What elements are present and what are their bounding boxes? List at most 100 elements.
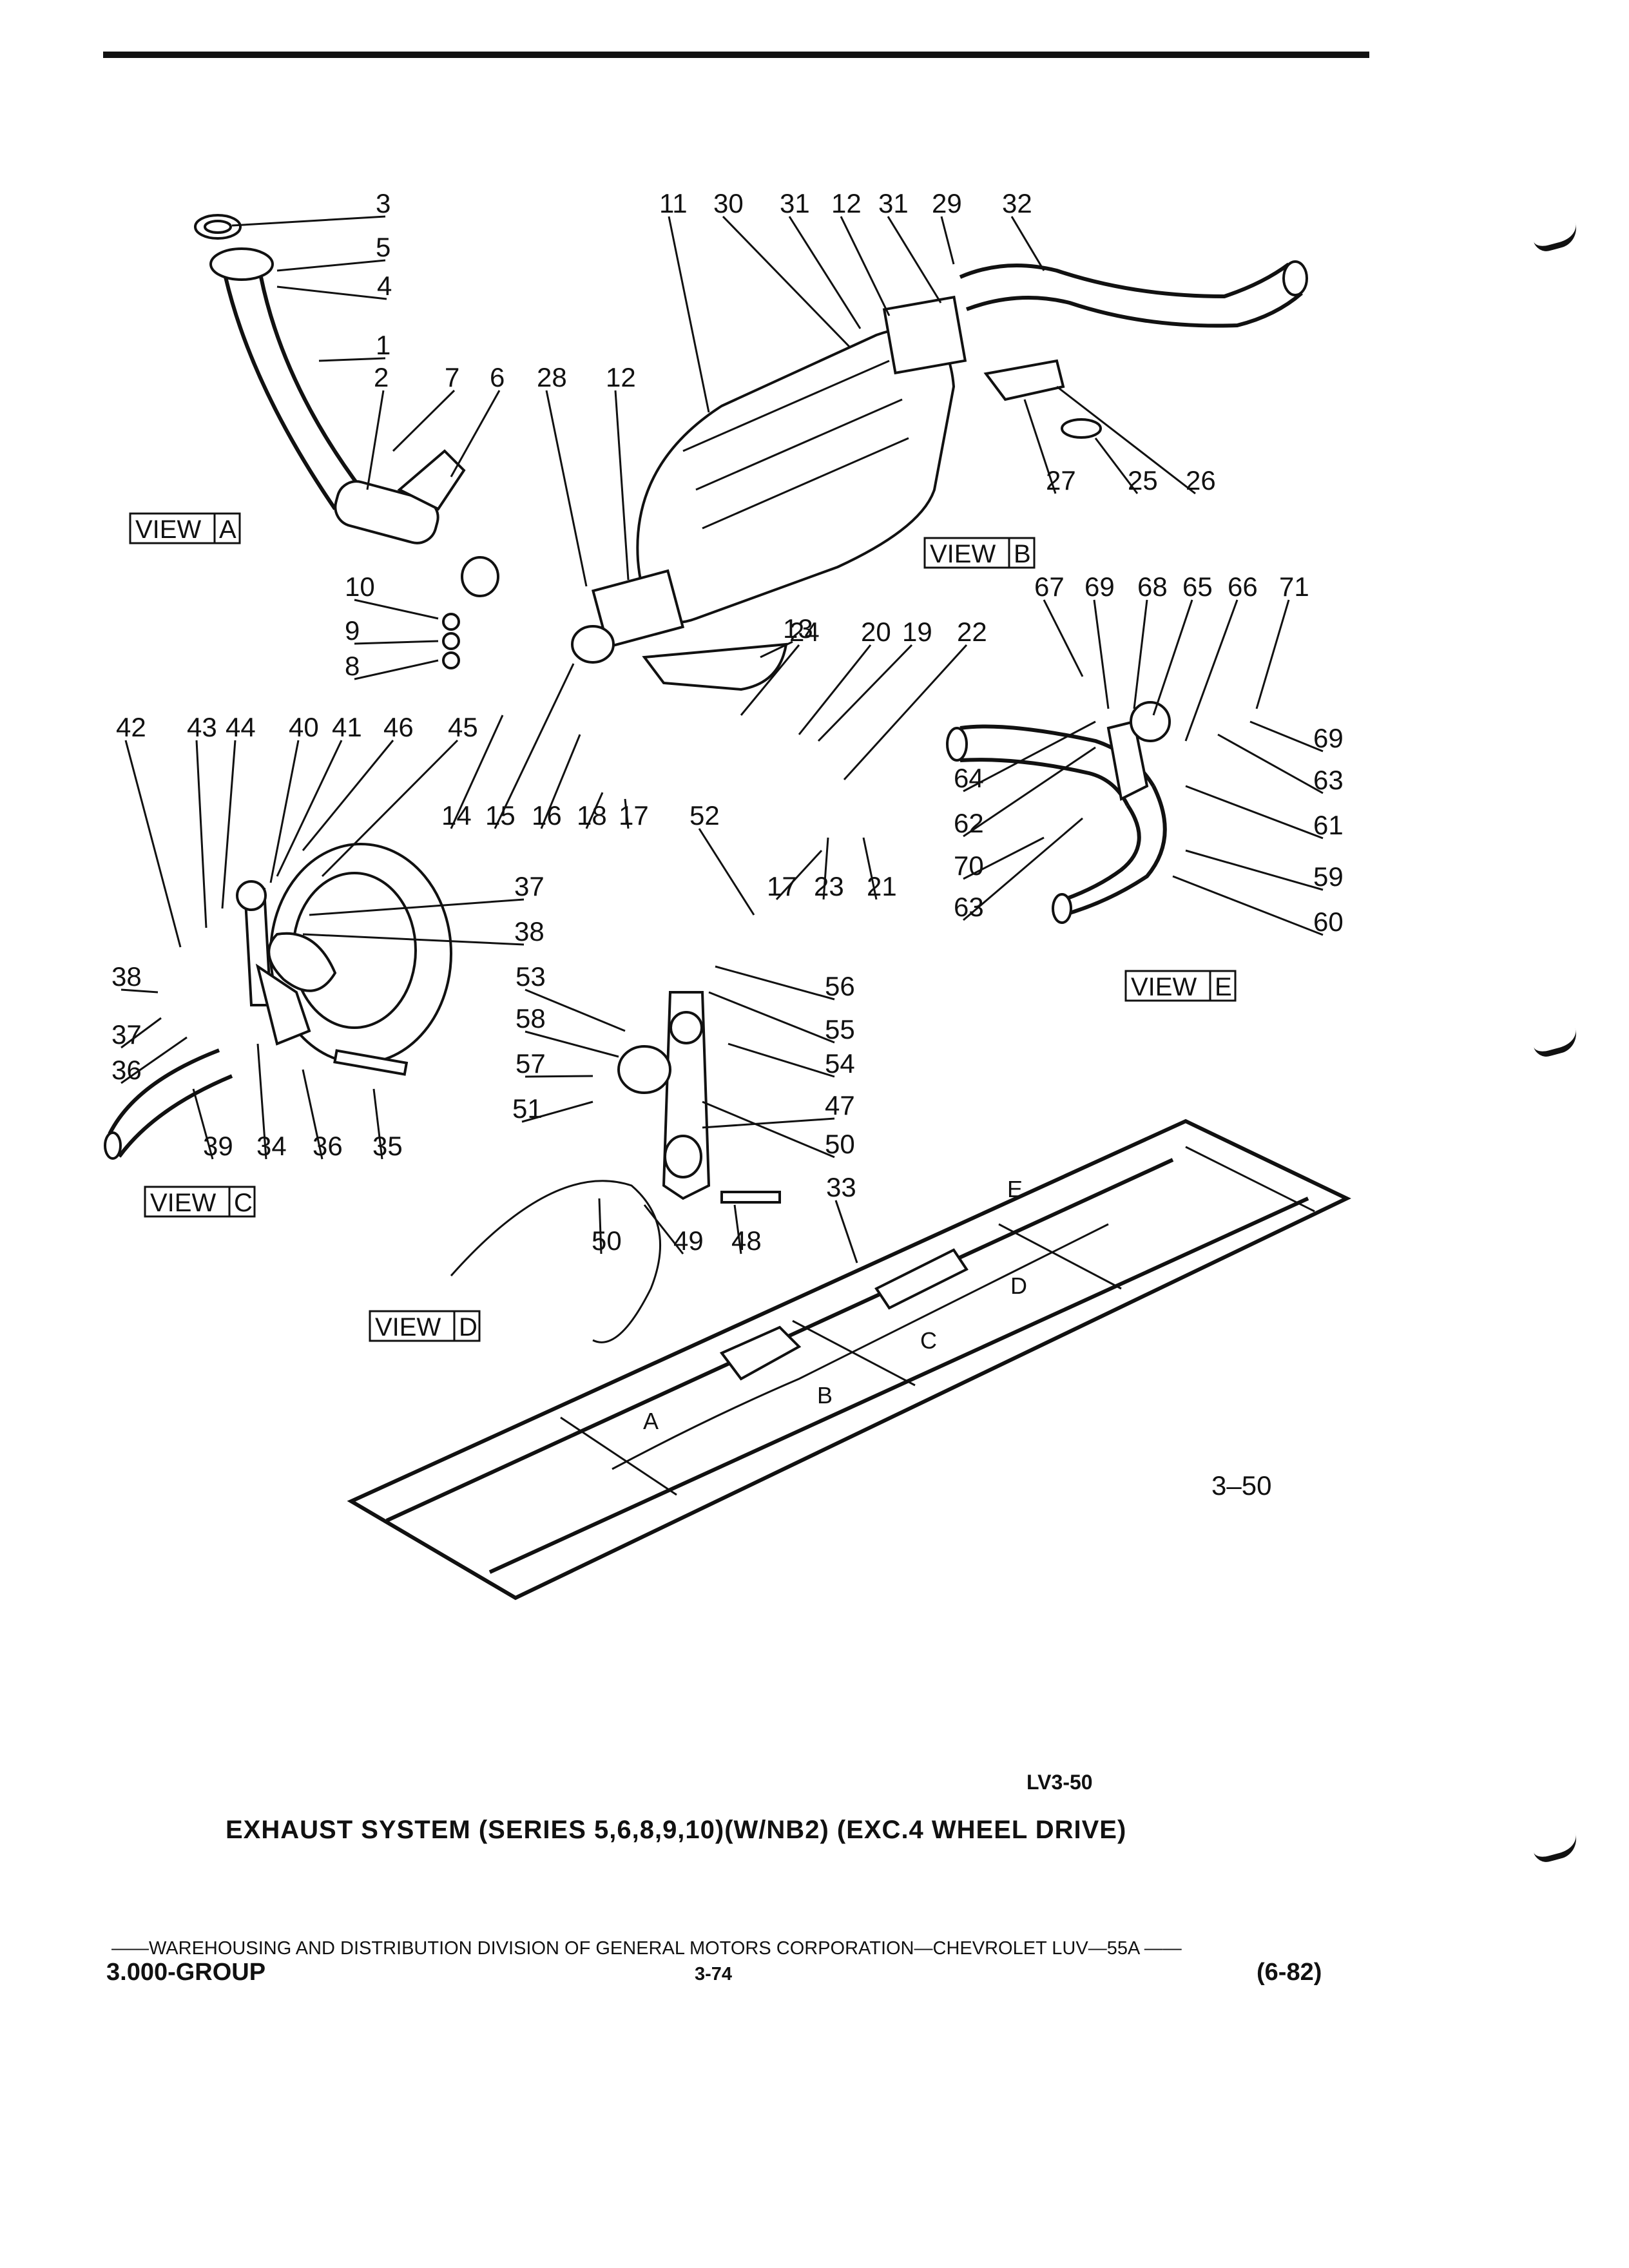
callout-17: 17	[767, 871, 797, 901]
callout-56: 56	[825, 971, 855, 1001]
callout-leader	[120, 988, 159, 994]
callout-leader	[698, 828, 755, 916]
callout-leader	[702, 1100, 835, 1158]
callout-leader	[1094, 437, 1139, 494]
callout-43: 43	[187, 712, 217, 742]
callout-leader	[120, 1036, 188, 1084]
callout-54: 54	[825, 1048, 855, 1079]
callout-leader	[318, 357, 386, 362]
callout-leader	[963, 720, 1096, 793]
svg-text:VIEW: VIEW	[135, 515, 201, 544]
footer-date: (6-82)	[1257, 1959, 1322, 1986]
callout-leader	[525, 988, 626, 1032]
callout-4: 4	[377, 271, 392, 301]
callout-leader	[585, 792, 604, 829]
svg-text:D: D	[459, 1313, 477, 1341]
callout-leader	[822, 837, 829, 900]
callout-64: 64	[954, 763, 984, 793]
callout-leader	[1093, 599, 1110, 709]
callout-52: 52	[689, 800, 720, 831]
view-label-c: VIEW C	[144, 1186, 256, 1218]
callout-38: 38	[514, 916, 545, 947]
callout-38: 38	[111, 961, 142, 992]
callout-39: 39	[203, 1131, 233, 1161]
callout-36: 36	[111, 1055, 142, 1085]
callout-50: 50	[592, 1225, 622, 1256]
view-label-b: VIEW B	[923, 537, 1036, 569]
callout-53: 53	[516, 961, 546, 992]
callout-leader	[715, 965, 835, 1001]
callout-leader	[598, 1198, 602, 1254]
callout-31: 31	[780, 188, 810, 218]
callout-28: 28	[537, 362, 567, 392]
callout-47: 47	[825, 1090, 855, 1120]
callout-31: 31	[878, 188, 909, 218]
callout-leader	[1185, 785, 1324, 840]
callout-34: 34	[256, 1131, 287, 1161]
frame-arrow-letter-b: B	[817, 1382, 833, 1408]
callout-leader	[702, 1117, 835, 1129]
callout-leader	[269, 740, 300, 883]
callout-leader	[354, 640, 439, 645]
callout-leader	[668, 216, 710, 413]
callout-37: 37	[111, 1019, 142, 1050]
callout-leader	[321, 739, 459, 878]
view-e-tailpipe-hanger	[946, 701, 1171, 924]
callout-leader	[834, 1200, 858, 1264]
callout-19: 19	[902, 617, 932, 647]
callout-37: 37	[514, 871, 545, 901]
footer-publisher-line: ——WAREHOUSING AND DISTRIBUTION DIVISION …	[111, 1938, 1182, 1959]
callout-22: 22	[957, 617, 987, 647]
callout-leader	[963, 836, 1045, 880]
callout-63: 63	[1313, 765, 1344, 795]
callout-29: 29	[932, 188, 962, 218]
callout-leader	[525, 1075, 593, 1078]
svg-text:VIEW: VIEW	[930, 540, 996, 568]
callout-17: 17	[619, 800, 649, 831]
callout-50: 50	[825, 1129, 855, 1159]
callout-leader	[788, 216, 862, 329]
callout-65: 65	[1182, 572, 1213, 602]
callout-leader	[614, 390, 630, 581]
svg-text:B: B	[1014, 540, 1031, 568]
callout-67: 67	[1034, 572, 1065, 602]
callout-leader	[1133, 599, 1148, 709]
callout-16: 16	[532, 800, 562, 831]
callout-leader	[1152, 599, 1193, 716]
callout-leader	[1255, 599, 1290, 709]
svg-text:VIEW: VIEW	[375, 1313, 441, 1341]
callout-3: 3	[376, 188, 390, 218]
view-label-d: VIEW D	[369, 1310, 481, 1342]
callout-35: 35	[372, 1131, 403, 1161]
callout-48: 48	[731, 1225, 762, 1256]
callout-59: 59	[1313, 861, 1344, 892]
callout-leader	[624, 798, 630, 829]
callout-1: 1	[376, 330, 390, 360]
callout-leader	[643, 1204, 684, 1254]
callout-leader	[195, 740, 207, 928]
callout-71: 71	[1279, 572, 1309, 602]
callout-leader	[1217, 733, 1324, 794]
callout-leader	[302, 933, 525, 946]
callout-leader	[817, 644, 913, 742]
callout-66: 66	[1228, 572, 1258, 602]
callout-20: 20	[861, 617, 891, 647]
callout-57: 57	[516, 1048, 546, 1079]
callout-leader	[256, 1043, 267, 1160]
callout-leader	[1056, 385, 1196, 495]
svg-text:C: C	[234, 1189, 253, 1217]
callout-18: 18	[577, 800, 607, 831]
callout-11: 11	[659, 188, 688, 218]
callout-leader	[120, 1017, 162, 1049]
view-c-muffler-hanger	[104, 843, 452, 1160]
callout-25: 25	[1128, 465, 1158, 495]
callout-leader	[1010, 216, 1045, 271]
callout-leader	[540, 734, 581, 829]
callout-63: 63	[954, 892, 984, 922]
callout-45: 45	[448, 712, 478, 742]
view-b-catalytic-converter	[571, 260, 1308, 691]
svg-text:VIEW: VIEW	[1131, 973, 1197, 1001]
callout-69: 69	[1313, 723, 1344, 753]
callout-leader	[740, 644, 800, 716]
footer-page-number: 3-74	[695, 1964, 733, 1984]
